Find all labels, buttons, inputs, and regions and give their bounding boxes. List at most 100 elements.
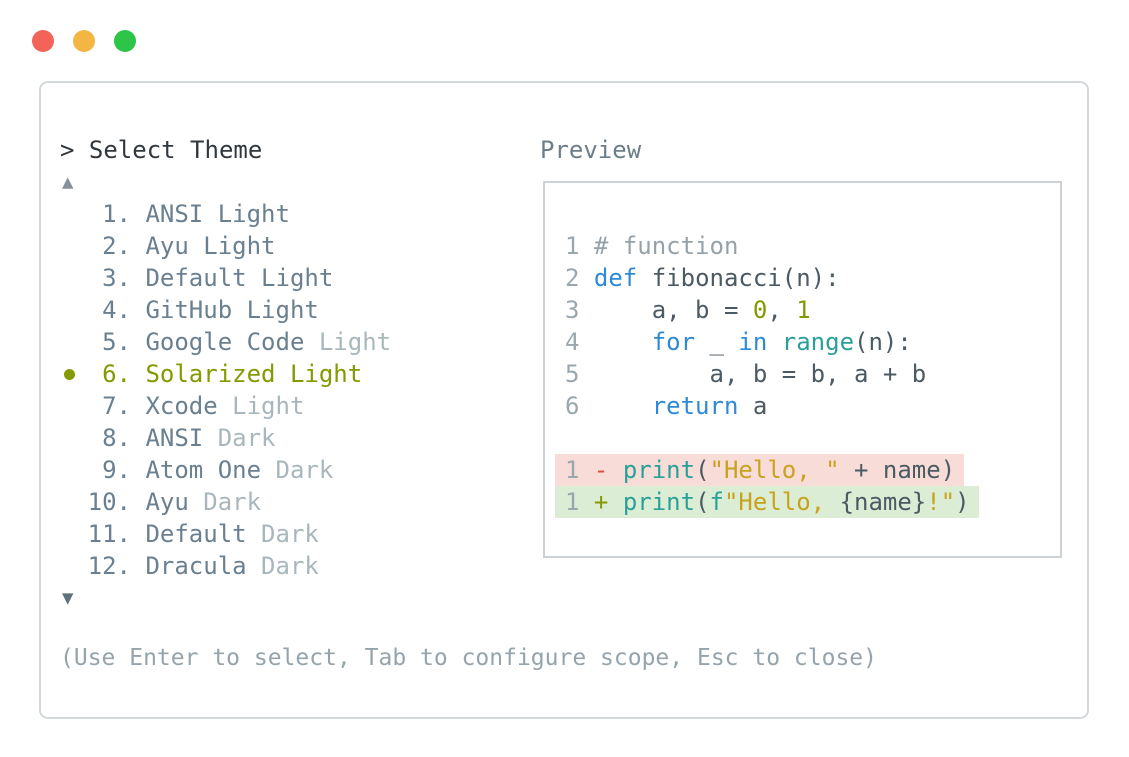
code-token: for	[651, 328, 696, 356]
theme-number: 10.	[87, 488, 131, 516]
theme-number: 8.	[102, 424, 131, 452]
diff-plus-sign: +	[593, 488, 609, 516]
code-token: a, b =	[593, 296, 753, 324]
minimize-button[interactable]	[73, 30, 95, 52]
theme-list-item[interactable]: 10. Ayu Dark	[60, 486, 391, 518]
theme-number: 2.	[102, 232, 131, 260]
code-token: f	[709, 488, 724, 516]
close-button[interactable]	[32, 30, 54, 52]
theme-name: Solarized	[131, 360, 276, 388]
code-token: 0	[752, 296, 768, 324]
window-controls	[32, 30, 136, 52]
theme-list-item[interactable]: 7. Xcode Light	[60, 390, 391, 422]
theme-list-item[interactable]: 4. GitHub Light	[60, 294, 391, 326]
code-token: _	[695, 328, 739, 356]
scroll-up-icon[interactable]: ▲	[62, 171, 74, 193]
code-token: + name)	[839, 456, 956, 484]
theme-name: ANSI	[131, 200, 204, 228]
code-token: ,	[767, 296, 797, 324]
line-number: 4	[565, 328, 580, 356]
code-token: def	[593, 264, 638, 292]
theme-variant: Dark	[246, 552, 319, 580]
theme-variant: Dark	[246, 520, 319, 548]
code-token: {name}	[839, 488, 927, 516]
theme-variant: Light	[203, 200, 290, 228]
theme-variant: Light	[217, 392, 305, 420]
code-line: 3 a, b = 0, 1	[565, 294, 979, 326]
theme-name: Google Code	[131, 328, 305, 356]
theme-list-item[interactable]: 1. ANSI Light	[60, 198, 391, 230]
code-token	[594, 328, 652, 356]
code-line: 5 a, b = b, a + b	[565, 358, 979, 390]
code-line: 1 # function	[565, 230, 979, 262]
zoom-button[interactable]	[114, 30, 136, 52]
code-token: # function	[593, 232, 739, 260]
code-token: !"	[926, 488, 956, 516]
theme-list-item[interactable]: 11. Default Dark	[60, 518, 391, 550]
theme-variant: Dark	[261, 456, 334, 484]
theme-name: Default	[131, 520, 247, 548]
theme-number: 1.	[102, 200, 131, 228]
theme-variant: Light	[232, 296, 319, 324]
code-token: return	[651, 392, 739, 420]
code-token: range	[781, 328, 855, 356]
code-token: (n):	[854, 328, 912, 356]
theme-variant: Light	[304, 328, 392, 356]
theme-name: ANSI	[131, 424, 204, 452]
code-token: print	[622, 456, 696, 484]
theme-variant: Light	[188, 232, 276, 260]
theme-list-item[interactable]: 2. Ayu Light	[60, 230, 391, 262]
theme-name: Xcode	[131, 392, 218, 420]
theme-list-item[interactable]: 8. ANSI Dark	[60, 422, 391, 454]
scroll-down-icon[interactable]: ▼	[62, 587, 74, 609]
code-line: 2 def fibonacci(n):	[565, 262, 979, 294]
theme-variant: Dark	[188, 488, 262, 516]
line-number: 1	[565, 456, 580, 484]
theme-list-item[interactable]: 12. Dracula Dark	[60, 550, 391, 582]
selected-bullet-icon	[60, 368, 87, 380]
code-token: 1	[796, 296, 811, 324]
theme-number: 4.	[102, 296, 131, 324]
line-number: 1	[565, 488, 580, 516]
code-token: "Hello,	[723, 488, 840, 516]
code-token: in	[738, 328, 768, 356]
theme-number: 11.	[87, 520, 131, 548]
code-token: )	[955, 488, 970, 516]
theme-list-item[interactable]: 6. Solarized Light	[60, 358, 391, 390]
diff-line-added: 1 + print(f"Hello, {name}!")	[555, 486, 979, 518]
theme-number: 3.	[102, 264, 131, 292]
code-token	[767, 328, 781, 356]
diff-minus-sign: -	[593, 456, 609, 484]
theme-name: Ayu	[131, 488, 189, 516]
theme-number: 5.	[102, 328, 131, 356]
theme-number: 9.	[102, 456, 131, 484]
code-token: print	[622, 488, 696, 516]
help-text: (Use Enter to select, Tab to configure s…	[60, 645, 877, 671]
code-token: a	[738, 392, 768, 420]
line-number: 2	[565, 264, 580, 292]
line-number: 5	[565, 360, 580, 388]
diff-highlight: 1 - print("Hello, " + name)	[555, 454, 965, 486]
theme-list-item[interactable]: 9. Atom One Dark	[60, 454, 391, 486]
code-line: 6 return a	[565, 390, 979, 422]
preview-label: Preview	[540, 136, 642, 164]
theme-name: Dracula	[131, 552, 247, 580]
line-number: 3	[565, 296, 580, 324]
blank-line	[565, 422, 979, 454]
theme-name: Atom One	[131, 456, 262, 484]
theme-number: 7.	[102, 392, 131, 420]
theme-variant: Light	[275, 360, 363, 388]
line-number: 6	[565, 392, 580, 420]
theme-list-item[interactable]: 5. Google Code Light	[60, 326, 391, 358]
theme-name: Ayu	[131, 232, 189, 260]
theme-list-item[interactable]: 3. Default Light	[60, 262, 391, 294]
theme-name: GitHub	[131, 296, 233, 324]
code-token: (	[695, 456, 710, 484]
code-token: "Hello, "	[709, 456, 840, 484]
code-token	[594, 392, 652, 420]
select-theme-prompt: > Select Theme	[60, 136, 263, 164]
code-token: fibonacci(n):	[637, 264, 840, 292]
